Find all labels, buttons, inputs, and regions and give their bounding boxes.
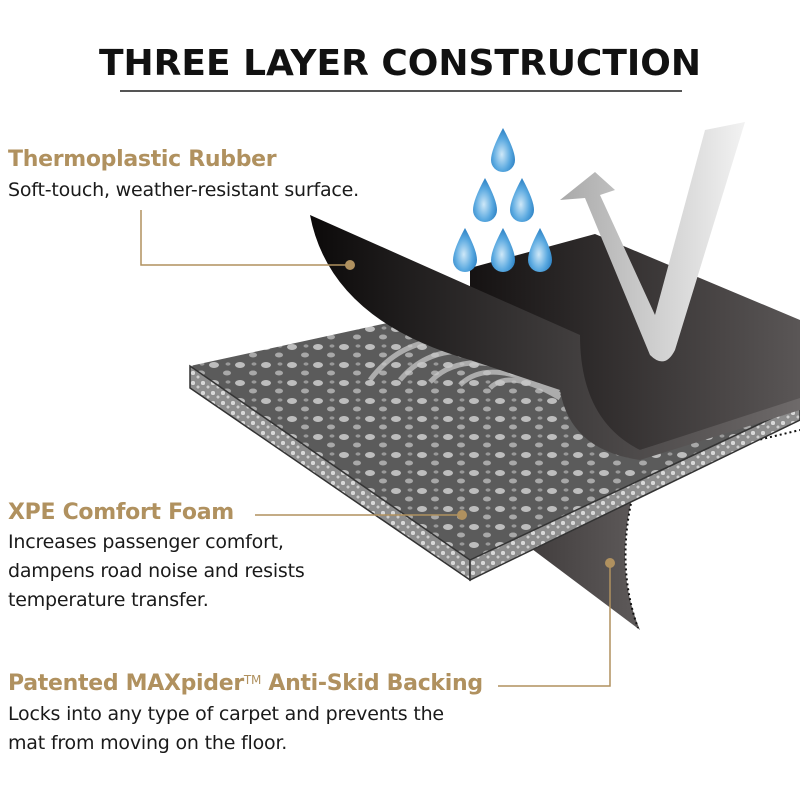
desc-line: Locks into any type of carpet and preven… <box>8 703 444 725</box>
layer-desc-backing: Locks into any type of carpet and preven… <box>8 700 444 758</box>
layer-heading-foam: XPE Comfort Foam <box>8 500 234 525</box>
title-underline <box>120 90 682 92</box>
desc-line: dampens road noise and resists <box>8 560 305 582</box>
desc-line: mat from moving on the floor. <box>8 732 288 754</box>
layer-heading-rubber: Thermoplastic Rubber <box>8 147 277 172</box>
callout-dot-icon-group <box>345 260 615 568</box>
desc-line: temperature transfer. <box>8 589 209 611</box>
heading-prefix: Patented MAXpider <box>8 671 244 696</box>
layer-desc-foam: Increases passenger comfort, dampens roa… <box>8 528 305 615</box>
page-title: THREE LAYER CONSTRUCTION <box>98 43 702 84</box>
desc-line: Soft-touch, weather-resistant surface. <box>8 179 359 201</box>
water-drop-icon-group <box>453 128 552 272</box>
thermoplastic-rubber-layer <box>310 215 800 460</box>
trademark-mark: TM <box>243 673 262 687</box>
curved-arrow-icon <box>560 122 745 362</box>
desc-line: Increases passenger comfort, <box>8 531 284 553</box>
callout-lines <box>140 210 611 687</box>
layer-heading-backing: Patented MAXpiderTM Anti-Skid Backing <box>8 671 483 696</box>
layer-desc-rubber: Soft-touch, weather-resistant surface. <box>8 176 359 205</box>
heading-suffix: Anti-Skid Backing <box>261 671 483 696</box>
